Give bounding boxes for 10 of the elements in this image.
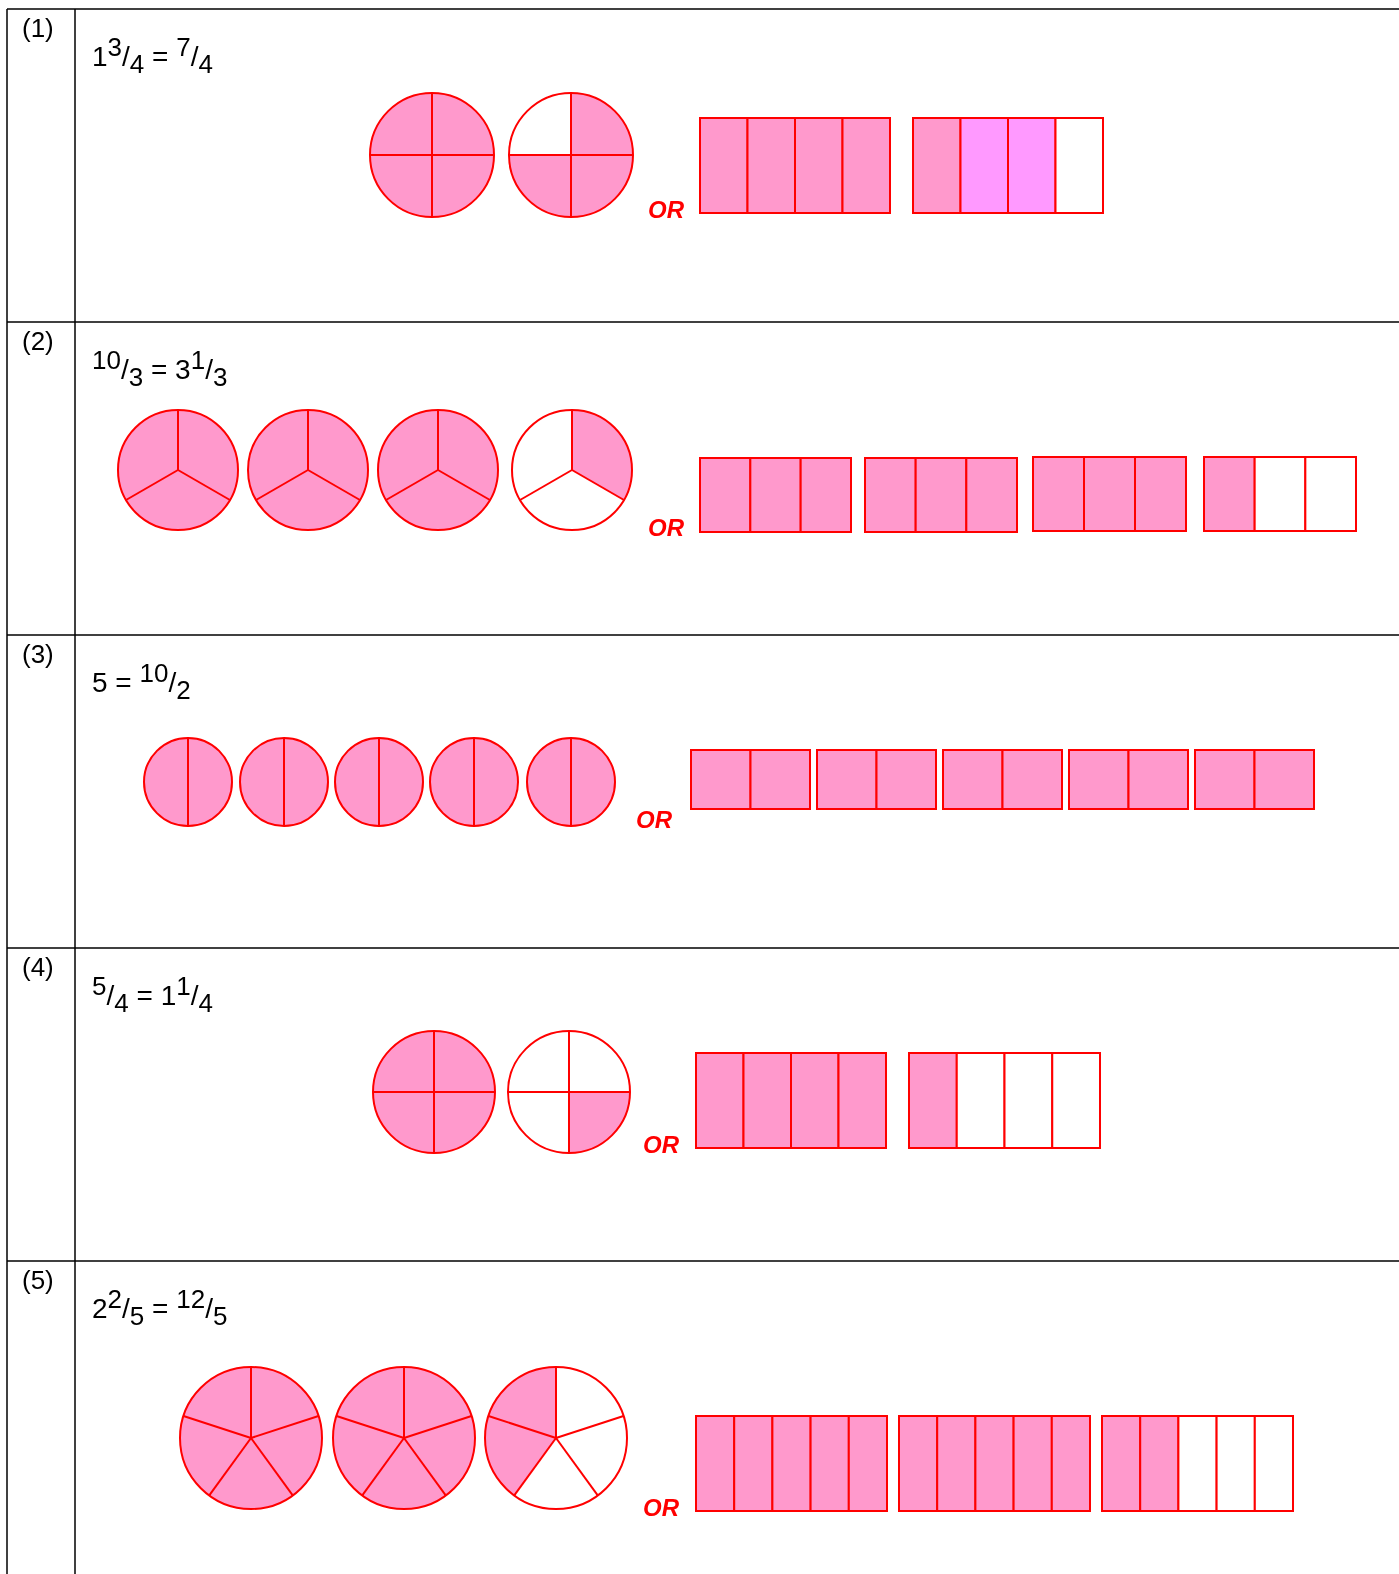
row-number: (2) xyxy=(22,326,54,357)
row-number: (5) xyxy=(22,1265,54,1296)
or-label: OR xyxy=(648,514,684,542)
row-number: (4) xyxy=(22,952,54,983)
or-label: OR xyxy=(643,1131,679,1159)
row-number: (3) xyxy=(22,639,54,670)
or-label: OR xyxy=(636,806,672,834)
or-label: OR xyxy=(643,1494,679,1522)
row-number: (1) xyxy=(22,13,54,44)
or-label: OR xyxy=(648,196,684,224)
